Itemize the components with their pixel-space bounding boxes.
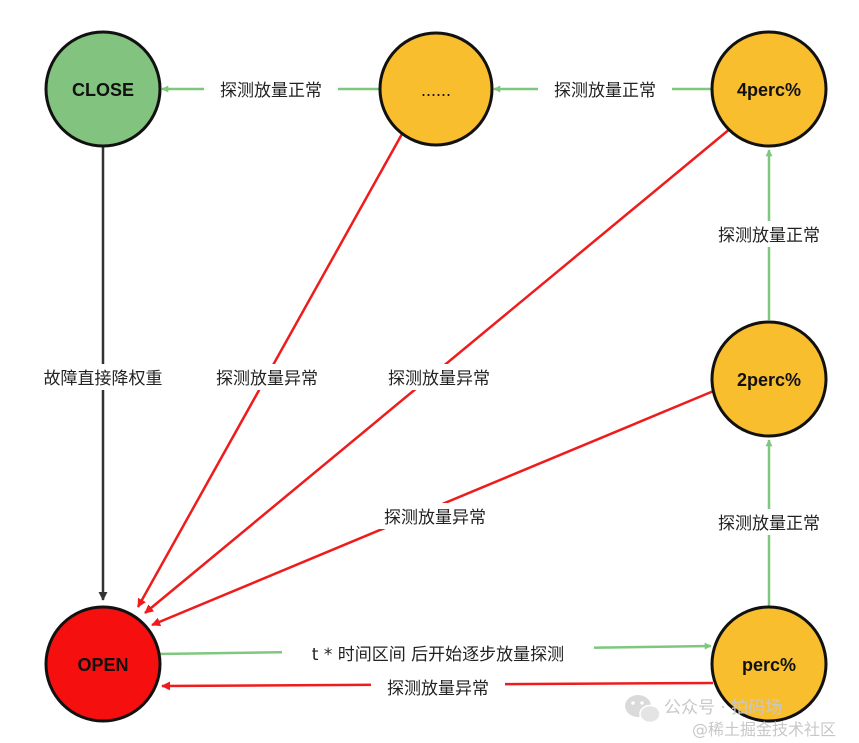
node-p4: 4perc% (710, 30, 828, 148)
node-ellipsis: ...... (378, 31, 494, 147)
label-ellipsis-to-close: 探测放量正常 (220, 81, 322, 101)
watermark-line1: 公众号 · 拍码场 (664, 698, 782, 718)
node-open-label: OPEN (77, 655, 128, 675)
node-close-label: CLOSE (72, 80, 134, 100)
node-p1-label: perc% (742, 655, 796, 675)
label-close-to-open: 故障直接降权重 (44, 369, 163, 389)
label-ellipsis-to-open: 探测放量异常 (216, 369, 318, 389)
label-open-to-p1: t * 时间区间 后开始逐步放量探测 (312, 645, 564, 665)
watermark-line2: @稀土掘金技术社区 (692, 720, 836, 739)
label-p2-to-p4: 探测放量正常 (718, 226, 820, 246)
node-open: OPEN (44, 605, 162, 723)
label-p4-to-open: 探测放量异常 (388, 369, 490, 389)
node-close: CLOSE (44, 30, 162, 148)
node-p1: perc% (710, 605, 828, 723)
label-p2-to-open: 探测放量异常 (384, 508, 486, 528)
node-ellipsis-label: ...... (421, 80, 451, 100)
node-p2-label: 2perc% (737, 370, 801, 390)
wechat-icon (625, 695, 661, 724)
node-p2: 2perc% (710, 320, 828, 438)
label-p4-to-ellipsis: 探测放量正常 (554, 81, 656, 101)
label-p1-to-open: 探测放量异常 (387, 679, 489, 699)
node-p4-label: 4perc% (737, 80, 801, 100)
label-p1-to-p2: 探测放量正常 (718, 514, 820, 534)
watermark: 公众号 · 拍码场 @稀土掘金技术社区 (625, 695, 836, 739)
